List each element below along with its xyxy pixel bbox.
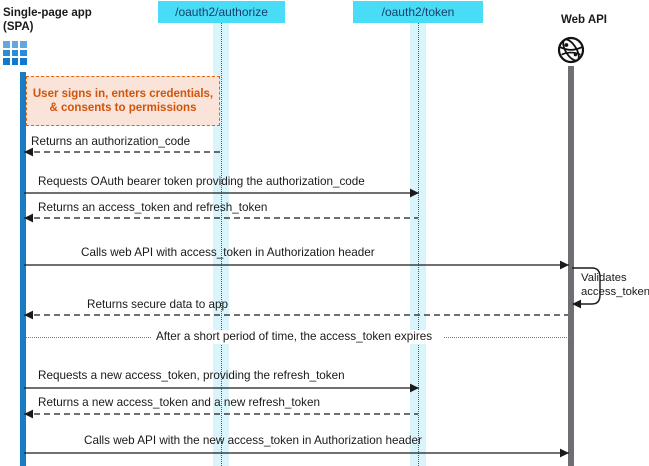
message-arrow-returns-secure-data — [24, 310, 568, 320]
participant-header-authorize[interactable]: /oauth2/authorize — [158, 1, 285, 23]
participant-header-spa: Single-page app (SPA) — [3, 7, 92, 33]
message-label-returns-new-access-and-refresh-token: Returns a new access_token and a new ref… — [38, 396, 320, 409]
lifeline-spa — [20, 72, 26, 466]
message-arrow-returns-access-and-refresh-token — [24, 213, 418, 223]
message-label-returns-authorization-code: Returns an authorization_code — [31, 135, 191, 148]
message-label-requests-oauth-bearer-token: Requests OAuth bearer token providing th… — [38, 175, 365, 188]
participant-header-token[interactable]: /oauth2/token — [353, 1, 483, 23]
self-message-label-validates-access-token: Validates access_token — [581, 272, 649, 298]
message-label-returns-access-and-refresh-token: Returns an access_token and refresh_toke… — [38, 201, 268, 214]
note-user-consent: User signs in, enters credentials, & con… — [26, 76, 220, 126]
message-arrow-calls-web-api — [24, 260, 569, 270]
message-arrow-requests-oauth-bearer-token — [24, 188, 419, 198]
message-label-returns-secure-data: Returns secure data to app — [87, 298, 228, 311]
message-label-calls-web-api-new-token: Calls web API with the new access_token … — [84, 434, 422, 447]
message-arrow-returns-authorization-code — [24, 147, 221, 157]
lifeline-webapi — [568, 66, 574, 466]
app-grid-icon — [3, 41, 27, 65]
separator-line-left — [26, 337, 151, 338]
message-label-requests-new-access-token: Requests a new access_token, providing t… — [38, 369, 345, 382]
self-message-arrow-validates-access-token — [572, 267, 601, 309]
lifeline-authorize — [221, 22, 222, 466]
participant-header-webapi: Web API — [560, 14, 607, 26]
message-arrow-calls-web-api-new-token — [24, 448, 569, 458]
message-arrow-returns-new-access-and-refresh-token — [24, 409, 418, 419]
separator-label-token-expires: After a short period of time, the access… — [151, 330, 438, 344]
lifeline-token — [418, 22, 419, 466]
globe-icon — [557, 36, 585, 64]
separator-line-right — [444, 337, 571, 338]
message-label-calls-web-api: Calls web API with access_token in Autho… — [81, 246, 375, 259]
message-arrow-requests-new-access-token — [24, 383, 419, 393]
